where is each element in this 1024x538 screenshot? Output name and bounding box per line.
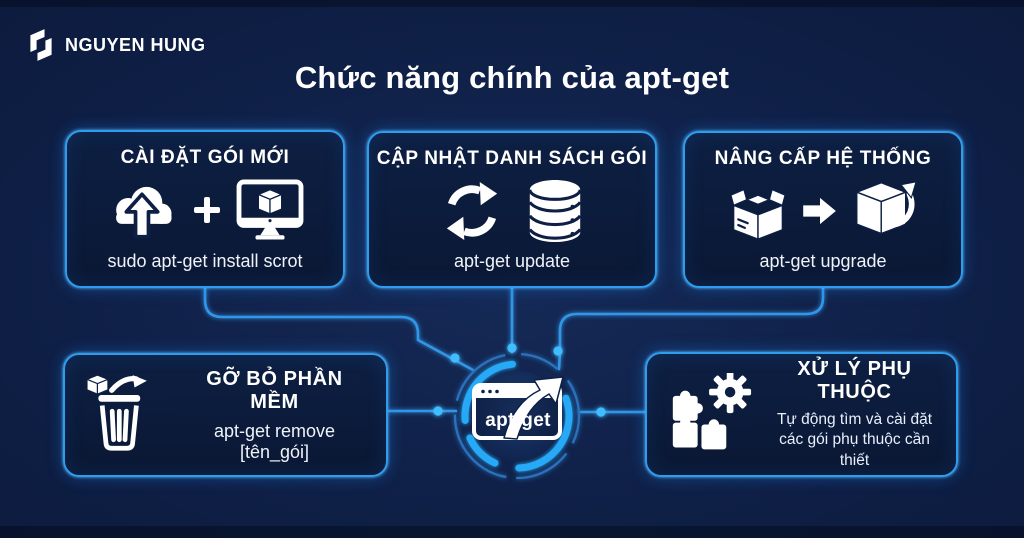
card-dependencies-text: XỬ LÝ PHỤ THUỘC Tự động tìm và cài đặt c… [769, 358, 940, 471]
card-upgrade-title: NÂNG CẤP HỆ THỐNG [714, 148, 932, 169]
puzzle-gear-icon [672, 372, 752, 449]
hub-apt-get-label: apt-get [485, 410, 551, 431]
card-update-command: apt-get update [453, 251, 571, 271]
card-remove-title: GỠ BỎ PHẦN MỀM [206, 367, 343, 413]
sync-arrows-icon [446, 181, 498, 240]
nguyen-hung-monogram-icon [30, 29, 52, 61]
brand-name: NGUYEN HUNG [65, 34, 206, 55]
top-edge-shade [0, 0, 1024, 7]
card-remove: GỠ BỎ PHẦN MỀM apt-get remove [tên_gói] [63, 353, 388, 477]
card-upgrade-icons [729, 170, 917, 251]
node-dots [433, 343, 606, 417]
card-update-title: CẬP NHẬT DANH SÁCH GÓI [376, 148, 648, 169]
card-install-icons [106, 169, 304, 251]
card-update-icons [441, 170, 583, 251]
page-title: Chức năng chính của apt-get [294, 60, 730, 95]
card-update: CẬP NHẬT DANH SÁCH GÓI a [367, 131, 657, 288]
bottom-edge-shade [0, 526, 1024, 538]
monitor-package-icon [236, 179, 304, 240]
open-box-icon [730, 188, 786, 240]
card-dependencies-title: XỬ LÝ PHỤ THUỘC [797, 357, 912, 403]
card-dependencies-description: Tự động tìm và cài đặt các gói phụ thuộc… [776, 410, 933, 469]
arrow-right-icon [803, 197, 836, 224]
brand-logo: NGUYEN HUNG [26, 26, 206, 64]
card-install: CÀI ĐẶT GÓI MỚI [65, 130, 345, 288]
card-remove-text: GỠ BỎ PHẦN MỀM apt-get remove [tên_gói] [179, 368, 370, 463]
database-icon [528, 179, 582, 242]
card-install-title: CÀI ĐẶT GÓI MỚI [120, 147, 290, 168]
card-upgrade: NÂNG CẤP HỆ THỐNG [683, 131, 963, 288]
gear-icon [709, 372, 752, 413]
card-install-command: sudo apt-get install scrot [107, 251, 303, 271]
card-dependencies: XỬ LÝ PHỤ THUỘC Tự động tìm và cài đặt c… [645, 352, 958, 477]
cloud-upload-icon [116, 186, 172, 239]
plus-icon [194, 197, 220, 223]
card-remove-command: apt-get remove [tên_gói] [213, 420, 336, 462]
box-upgrade-arrow-icon [856, 180, 917, 234]
trash-package-out-icon [87, 374, 147, 451]
card-upgrade-command: apt-get upgrade [759, 251, 887, 271]
